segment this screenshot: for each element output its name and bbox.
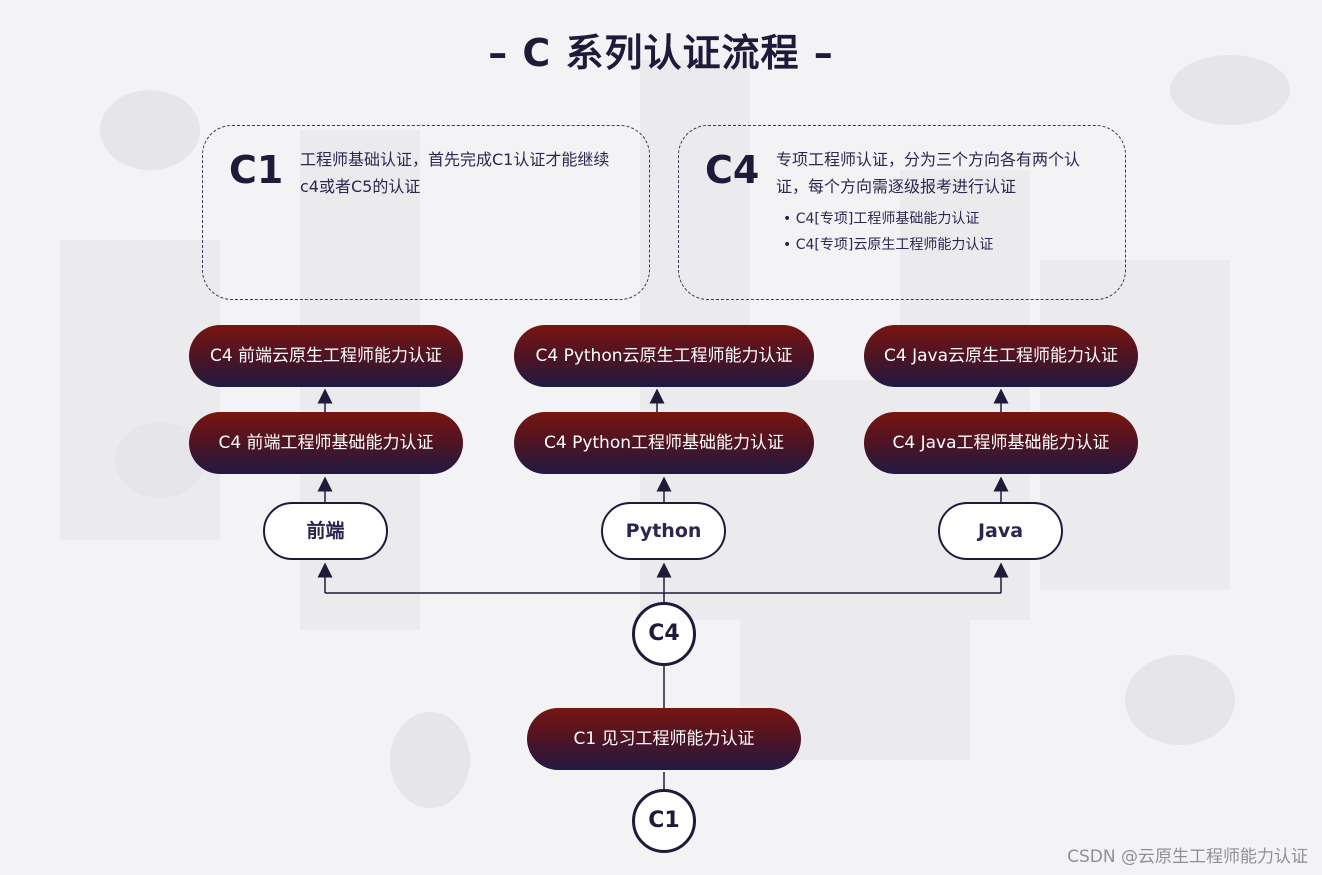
track-java: Java xyxy=(938,502,1063,560)
c1-card-description: 工程师基础认证，首先完成C1认证才能继续c4或者C5的认证 xyxy=(300,150,610,196)
c4-node: C4 xyxy=(632,602,696,666)
frontend-cloud-native-cert: C4 前端云原生工程师能力认证 xyxy=(189,325,463,387)
watermark: CSDN @云原生工程师能力认证 xyxy=(1067,847,1308,867)
track-frontend: 前端 xyxy=(263,502,388,560)
c4-info-card: C4 专项工程师认证，分为三个方向各有两个认证，每个方向需逐级报考进行认证 C4… xyxy=(678,125,1126,300)
c1-node: C1 xyxy=(632,789,696,853)
python-basic-cert: C4 Python工程师基础能力认证 xyxy=(514,412,814,474)
c1-trainee-cert: C1 见习工程师能力认证 xyxy=(527,708,801,770)
c4-card-bullet: C4[专项]云原生工程师能力认证 xyxy=(783,232,1103,258)
c4-card-description: 专项工程师认证，分为三个方向各有两个认证，每个方向需逐级报考进行认证 xyxy=(776,150,1081,196)
c4-card-code: C4 xyxy=(705,148,760,192)
java-cloud-native-cert: C4 Java云原生工程师能力认证 xyxy=(864,325,1138,387)
c4-card-bullet: C4[专项]工程师基础能力认证 xyxy=(783,206,1103,232)
python-cloud-native-cert: C4 Python云原生工程师能力认证 xyxy=(514,325,814,387)
c1-info-card: C1 工程师基础认证，首先完成C1认证才能继续c4或者C5的认证 xyxy=(202,125,650,300)
page-title: – C 系列认证流程 – xyxy=(488,31,834,75)
java-basic-cert: C4 Java工程师基础能力认证 xyxy=(864,412,1138,474)
c4-card-bullet-list: C4[专项]工程师基础能力认证 C4[专项]云原生工程师能力认证 xyxy=(783,206,1103,258)
track-python: Python xyxy=(601,502,726,560)
c1-card-code: C1 xyxy=(229,148,284,192)
frontend-basic-cert: C4 前端工程师基础能力认证 xyxy=(189,412,463,474)
